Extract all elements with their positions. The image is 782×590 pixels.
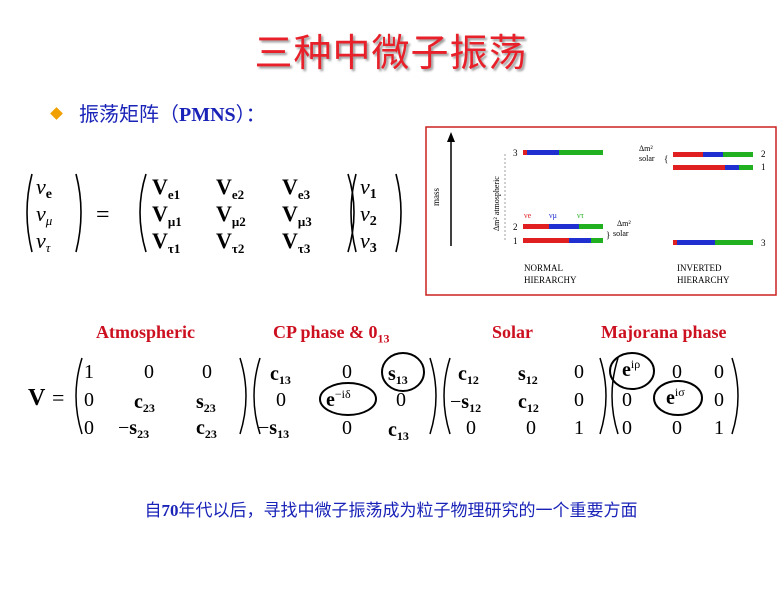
bullet-item: 振荡矩阵（PMNS）： xyxy=(50,98,266,127)
svg-text:ντ: ντ xyxy=(36,228,52,255)
svg-text:0: 0 xyxy=(276,389,286,411)
svg-text:0: 0 xyxy=(84,417,94,439)
bullet-tail-text: ）： xyxy=(235,102,266,126)
svg-text:Vμ1: Vμ1 xyxy=(152,201,182,229)
svg-text:0: 0 xyxy=(672,361,682,383)
solar-word-inverted: solar xyxy=(639,154,655,163)
svg-text:−s23: −s23 xyxy=(118,417,149,441)
svg-text:s13: s13 xyxy=(388,363,408,387)
svg-text:0: 0 xyxy=(714,361,724,383)
svg-text:0: 0 xyxy=(84,389,94,411)
svg-text:Vμ2: Vμ2 xyxy=(216,201,246,229)
svg-text:0: 0 xyxy=(342,417,352,439)
svg-text:e−iδ: e−iδ xyxy=(326,387,351,411)
footer-text: 自70年代以后，寻找中微子振荡成为粒子物理研究的一个重要方面 xyxy=(144,501,638,521)
svg-text:0: 0 xyxy=(396,389,406,411)
svg-text:eiσ: eiσ xyxy=(666,385,685,409)
normal-level-2: 2 xyxy=(513,222,518,232)
bullet-text: 振荡矩阵（ xyxy=(79,102,179,126)
svg-text:V: V xyxy=(28,385,46,411)
inverted-level-1: 1 xyxy=(761,162,766,172)
svg-text:c12: c12 xyxy=(458,363,479,387)
svg-text:0: 0 xyxy=(342,361,352,383)
svg-text:0: 0 xyxy=(622,389,632,411)
label-solar: Solar xyxy=(492,322,534,342)
inverted-level-2: 2 xyxy=(761,149,766,159)
flavor-e: νe xyxy=(524,211,532,220)
svg-text:}: } xyxy=(606,230,610,240)
svg-text:Vτ3: Vτ3 xyxy=(282,228,311,256)
svg-text:c13: c13 xyxy=(270,363,291,387)
svg-text:Ve1: Ve1 xyxy=(152,174,180,202)
dm-atmospheric-label: Δm² atmospheric xyxy=(492,176,501,231)
normal-label-2: HIERARCHY xyxy=(524,275,577,285)
inverted-level-3: 3 xyxy=(761,238,766,248)
svg-text:c13: c13 xyxy=(388,419,409,443)
svg-text:1: 1 xyxy=(574,417,584,439)
inverted-label-2: HIERARCHY xyxy=(677,275,730,285)
svg-text:0: 0 xyxy=(466,417,476,439)
svg-text:=: = xyxy=(96,202,110,228)
svg-text:0: 0 xyxy=(202,361,212,383)
svg-text:ν2: ν2 xyxy=(360,201,377,229)
svg-text:Vτ2: Vτ2 xyxy=(216,228,244,256)
normal-label-1: NORMAL xyxy=(524,263,563,273)
normal-level-1: 1 xyxy=(513,236,518,246)
svg-text:0: 0 xyxy=(622,417,632,439)
dm-solar-inverted: Δm² xyxy=(639,144,653,153)
inverted-label-1: INVERTED xyxy=(677,263,722,273)
svg-text:1: 1 xyxy=(714,417,724,439)
svg-text:Vμ3: Vμ3 xyxy=(282,201,312,229)
bullet-bold-text: PMNS xyxy=(179,104,236,126)
svg-text:c23: c23 xyxy=(196,417,217,441)
svg-text:c23: c23 xyxy=(134,391,155,415)
svg-text:Vτ1: Vτ1 xyxy=(152,228,180,256)
slide-title: 三种中微子振荡 xyxy=(254,31,528,75)
highlight-ellipse-cp xyxy=(319,382,377,416)
flavor-tau: ντ xyxy=(577,211,585,220)
dm-solar-normal: Δm² xyxy=(617,219,631,228)
svg-text:−s12: −s12 xyxy=(450,391,481,415)
svg-text:c12: c12 xyxy=(518,391,539,415)
svg-text:0: 0 xyxy=(672,417,682,439)
svg-text:ν1: ν1 xyxy=(360,174,377,202)
highlight-ellipse-rho xyxy=(609,352,655,390)
svg-text:Ve3: Ve3 xyxy=(282,174,311,202)
svg-text:=: = xyxy=(52,385,64,410)
svg-text:s12: s12 xyxy=(518,363,538,387)
normal-level-3: 3 xyxy=(513,148,518,158)
svg-text:0: 0 xyxy=(574,361,584,383)
svg-text:0: 0 xyxy=(714,389,724,411)
svg-text:eiρ: eiρ xyxy=(622,357,640,381)
svg-text:s23: s23 xyxy=(196,391,216,415)
solar-word-normal: solar xyxy=(613,229,629,238)
label-majorana: Majorana phase xyxy=(601,322,727,342)
svg-text:ν3: ν3 xyxy=(360,228,377,256)
label-atmospheric: Atmospheric xyxy=(96,322,195,342)
highlight-ellipse-s13 xyxy=(381,352,425,392)
svg-text:−s13: −s13 xyxy=(258,417,289,441)
svg-text:1: 1 xyxy=(84,361,94,383)
mass-axis-arrow-icon xyxy=(447,132,455,142)
label-cp-phase: CP phase & 013 xyxy=(273,322,390,346)
svg-text:Ve2: Ve2 xyxy=(216,174,244,202)
diamond-bullet-icon xyxy=(50,107,63,120)
svg-text:0: 0 xyxy=(526,417,536,439)
highlight-ellipse-sigma xyxy=(653,380,703,416)
flavor-mu: νμ xyxy=(549,211,557,220)
mass-axis-label: mass xyxy=(431,188,441,206)
svg-text:0: 0 xyxy=(144,361,154,383)
svg-text:0: 0 xyxy=(574,389,584,411)
svg-text:νe: νe xyxy=(36,174,52,202)
pmns-equation: νe νμ ντ = Ve1 Ve2 Ve3 Vμ1 Vμ2 Vμ3 Vτ1 V… xyxy=(26,173,402,256)
mass-hierarchy-figure: mass Δm² atmospheric 3 νe νμ ντ 2 1 } Δm… xyxy=(425,126,777,296)
svg-text:{: { xyxy=(664,154,668,164)
svg-text:νμ: νμ xyxy=(36,201,53,228)
